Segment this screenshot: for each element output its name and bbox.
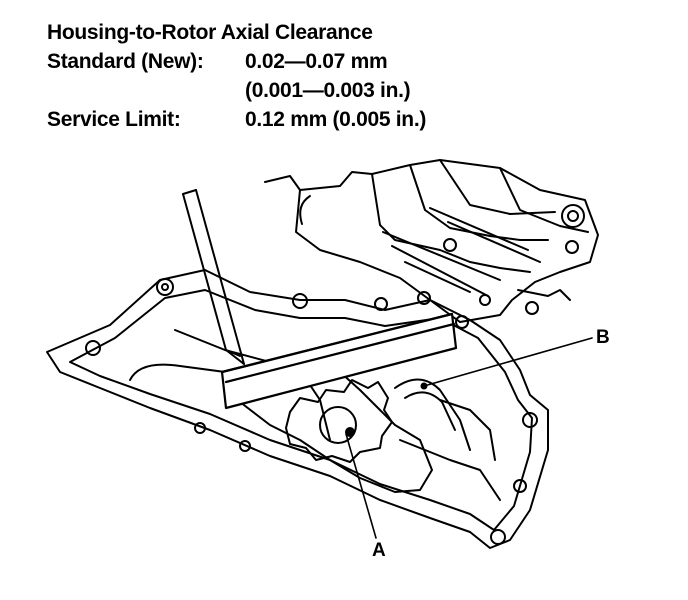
standard-value: 0.02—0.07 mm [245,50,388,73]
pump-base-flange [46,269,549,549]
feeler-gauge [182,189,245,365]
straight-edge [220,312,458,410]
callout-a-label: A [372,540,386,561]
callout-b-label: B [596,327,610,348]
inner-rotor [285,379,393,463]
standard-label: Standard (New): [47,50,204,73]
callout-b-leader [423,337,593,387]
standard-value-inch: (0.001—0.003 in.) [245,79,411,102]
limit-label: Service Limit: [47,108,181,131]
spec-title: Housing-to-Rotor Axial Clearance [47,21,373,44]
limit-value: 0.12 mm (0.005 in.) [245,108,427,131]
pump-housing-casting [264,159,599,323]
callout-a-leader [345,433,377,539]
callout-b-point [420,382,428,390]
